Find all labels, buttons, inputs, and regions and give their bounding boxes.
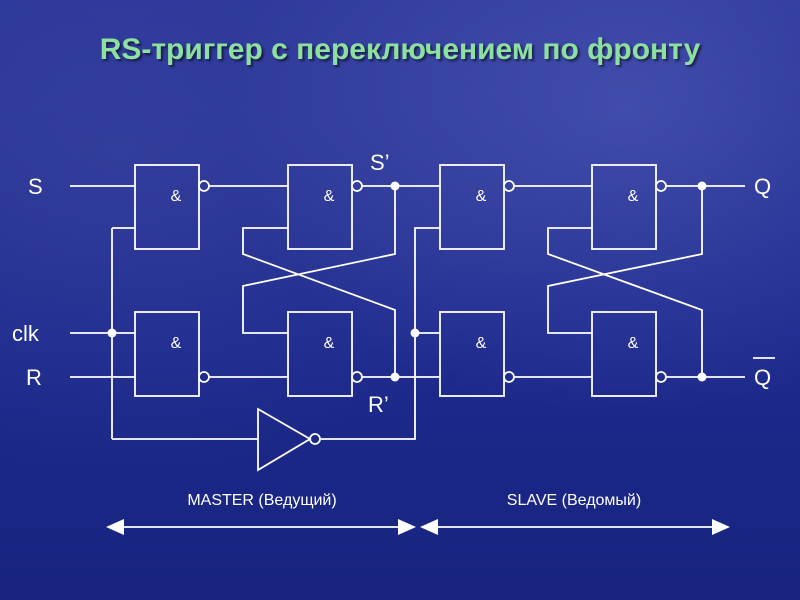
output-label-q: Q (754, 174, 771, 199)
gate-symbol: & (628, 188, 639, 205)
input-label-clk: clk (12, 321, 40, 346)
input-label-r: R (26, 365, 42, 390)
input-label-s: S (28, 174, 43, 199)
node-label-r-prime: R’ (368, 392, 389, 417)
gate-slave-4 (591, 311, 657, 397)
gate-master-4 (287, 311, 353, 397)
node-label-s-prime: S’ (370, 150, 390, 175)
gate-slave-1 (439, 164, 505, 250)
gate-symbol: & (476, 335, 487, 352)
gate-symbol: & (324, 188, 335, 205)
section-label-slave: SLAVE (Ведомый) (507, 492, 641, 509)
section-label-master: MASTER (Ведущий) (187, 492, 336, 509)
gate-symbol: & (324, 335, 335, 352)
gate-slave-3 (591, 164, 657, 250)
gate-symbol: & (628, 335, 639, 352)
gate-master-3 (287, 164, 353, 250)
gate-master-2 (134, 311, 200, 397)
gate-slave-2 (439, 311, 505, 397)
output-label-q-bar: Q (754, 365, 771, 390)
slide-title: RS-триггер с переключением по фронту (99, 33, 701, 66)
gate-symbol: & (171, 188, 182, 205)
gate-master-1 (134, 164, 200, 250)
gate-symbol: & (171, 335, 182, 352)
gate-symbol: & (476, 188, 487, 205)
